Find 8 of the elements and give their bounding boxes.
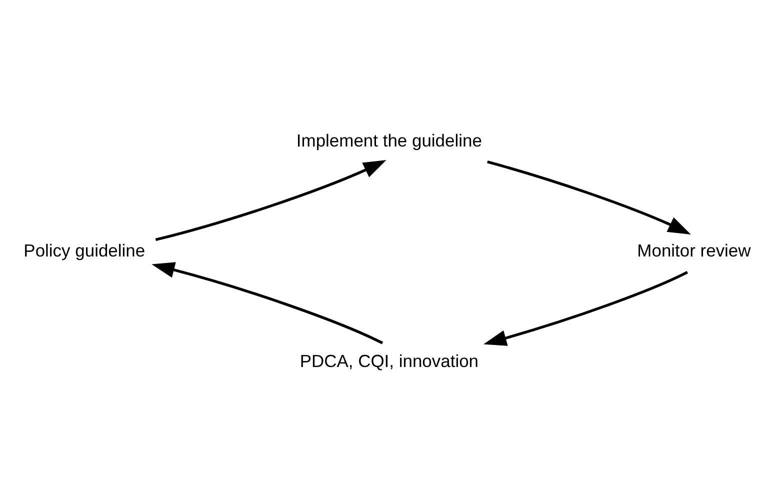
node-text: Policy guideline [23,240,145,260]
node-text: PDCA, CQI, innovation [299,350,478,370]
arrow [151,262,383,344]
arrow [154,160,386,241]
arrow [483,270,688,346]
node-text: Monitor review [636,240,750,260]
node-text: Implement the guideline [296,130,482,150]
arrow [486,160,690,234]
